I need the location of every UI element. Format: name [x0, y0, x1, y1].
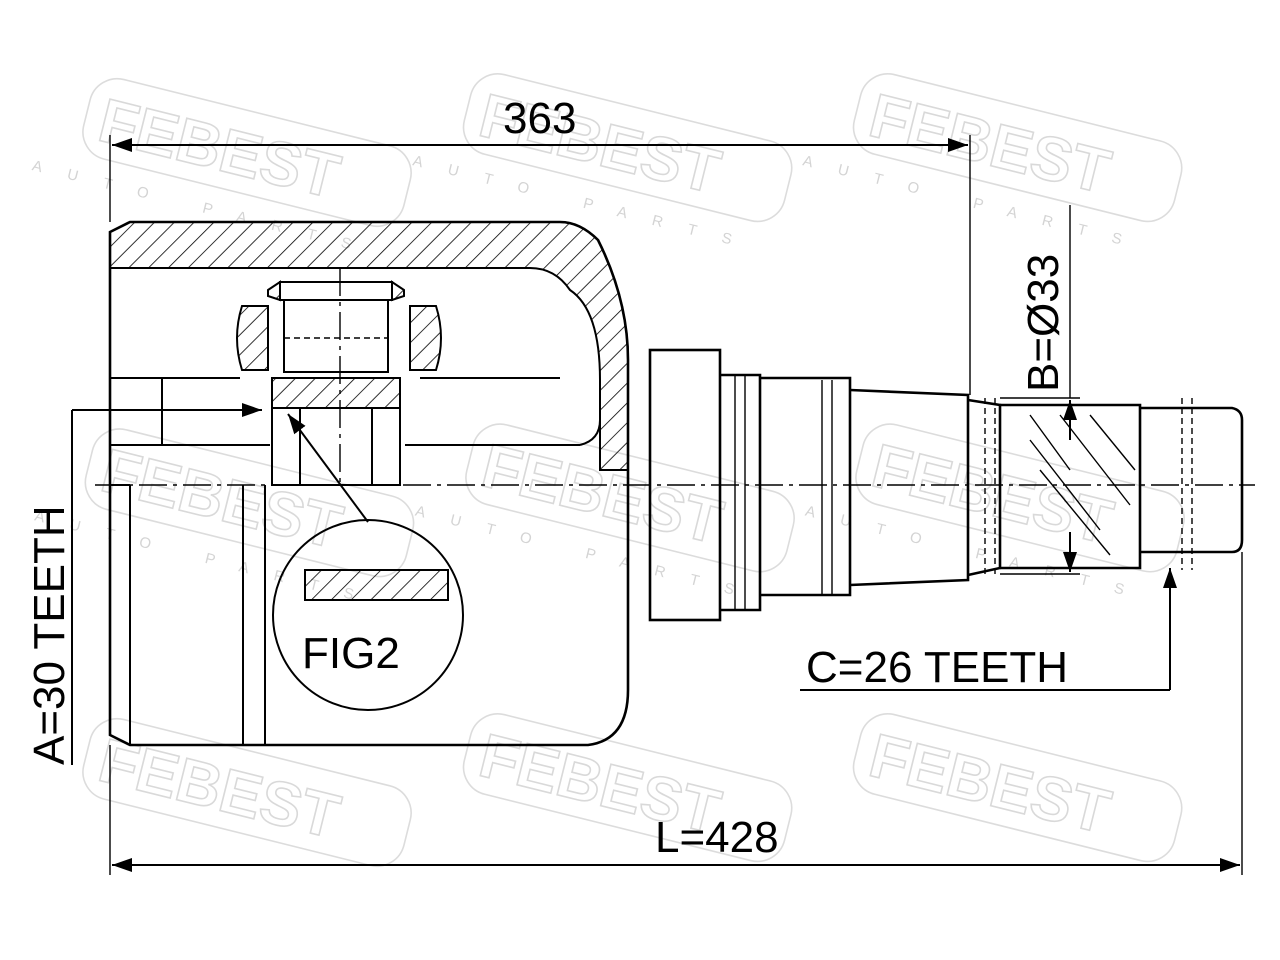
dimension-363-label: 363	[503, 94, 576, 143]
dimension-inner-teeth: A=30 TEETH	[25, 403, 262, 765]
fig2-detail: FIG2	[272, 413, 464, 711]
housing	[108, 220, 630, 747]
tripod-roller	[236, 268, 442, 486]
dimension-total: L=428	[109, 552, 1243, 875]
watermark-brand: FEBEST	[863, 721, 1117, 847]
dimension-diameter: B=Ø33	[1000, 205, 1080, 575]
dimension-inner-teeth-label: A=30 TEETH	[25, 505, 74, 765]
shaft	[648, 348, 1244, 622]
fig2-label: FIG2	[302, 629, 400, 678]
dimension-outer-teeth: C=26 TEETH	[800, 568, 1177, 692]
dimension-outer-teeth-label: C=26 TEETH	[806, 643, 1068, 692]
dimension-total-label: L=428	[655, 813, 779, 862]
fig2-leader	[287, 413, 369, 523]
dimension-363: 363	[109, 94, 971, 395]
dimension-diameter-label: B=Ø33	[1019, 254, 1068, 392]
